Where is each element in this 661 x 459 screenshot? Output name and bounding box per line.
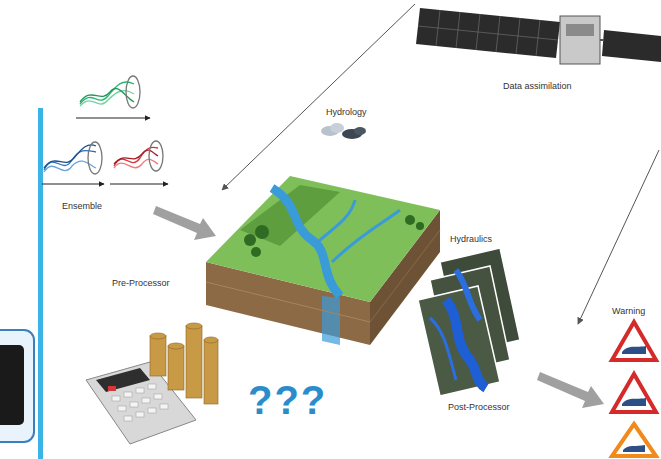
part-label: Pre-Processor <box>112 279 170 289</box>
cut-device <box>0 345 24 425</box>
satellite <box>416 8 661 64</box>
hydraulic-maps <box>418 248 520 396</box>
ensemble-curves <box>44 76 163 174</box>
question-marks: ??? <box>248 378 327 422</box>
part-label: Ensemble <box>62 202 102 212</box>
terrain-block <box>206 176 440 345</box>
part-label: Hydraulics <box>450 235 492 245</box>
part-label: Post-Processor <box>448 403 510 413</box>
side-bar <box>38 108 43 459</box>
clouds <box>321 123 366 139</box>
part-label: Data assimilation <box>503 82 572 92</box>
coin-stacks <box>150 323 218 404</box>
cut-panel <box>0 330 34 442</box>
time-axes <box>42 118 168 184</box>
part-label: Warning <box>612 307 645 317</box>
part-label: Hydrology <box>326 108 367 118</box>
warning-icons <box>612 322 656 456</box>
